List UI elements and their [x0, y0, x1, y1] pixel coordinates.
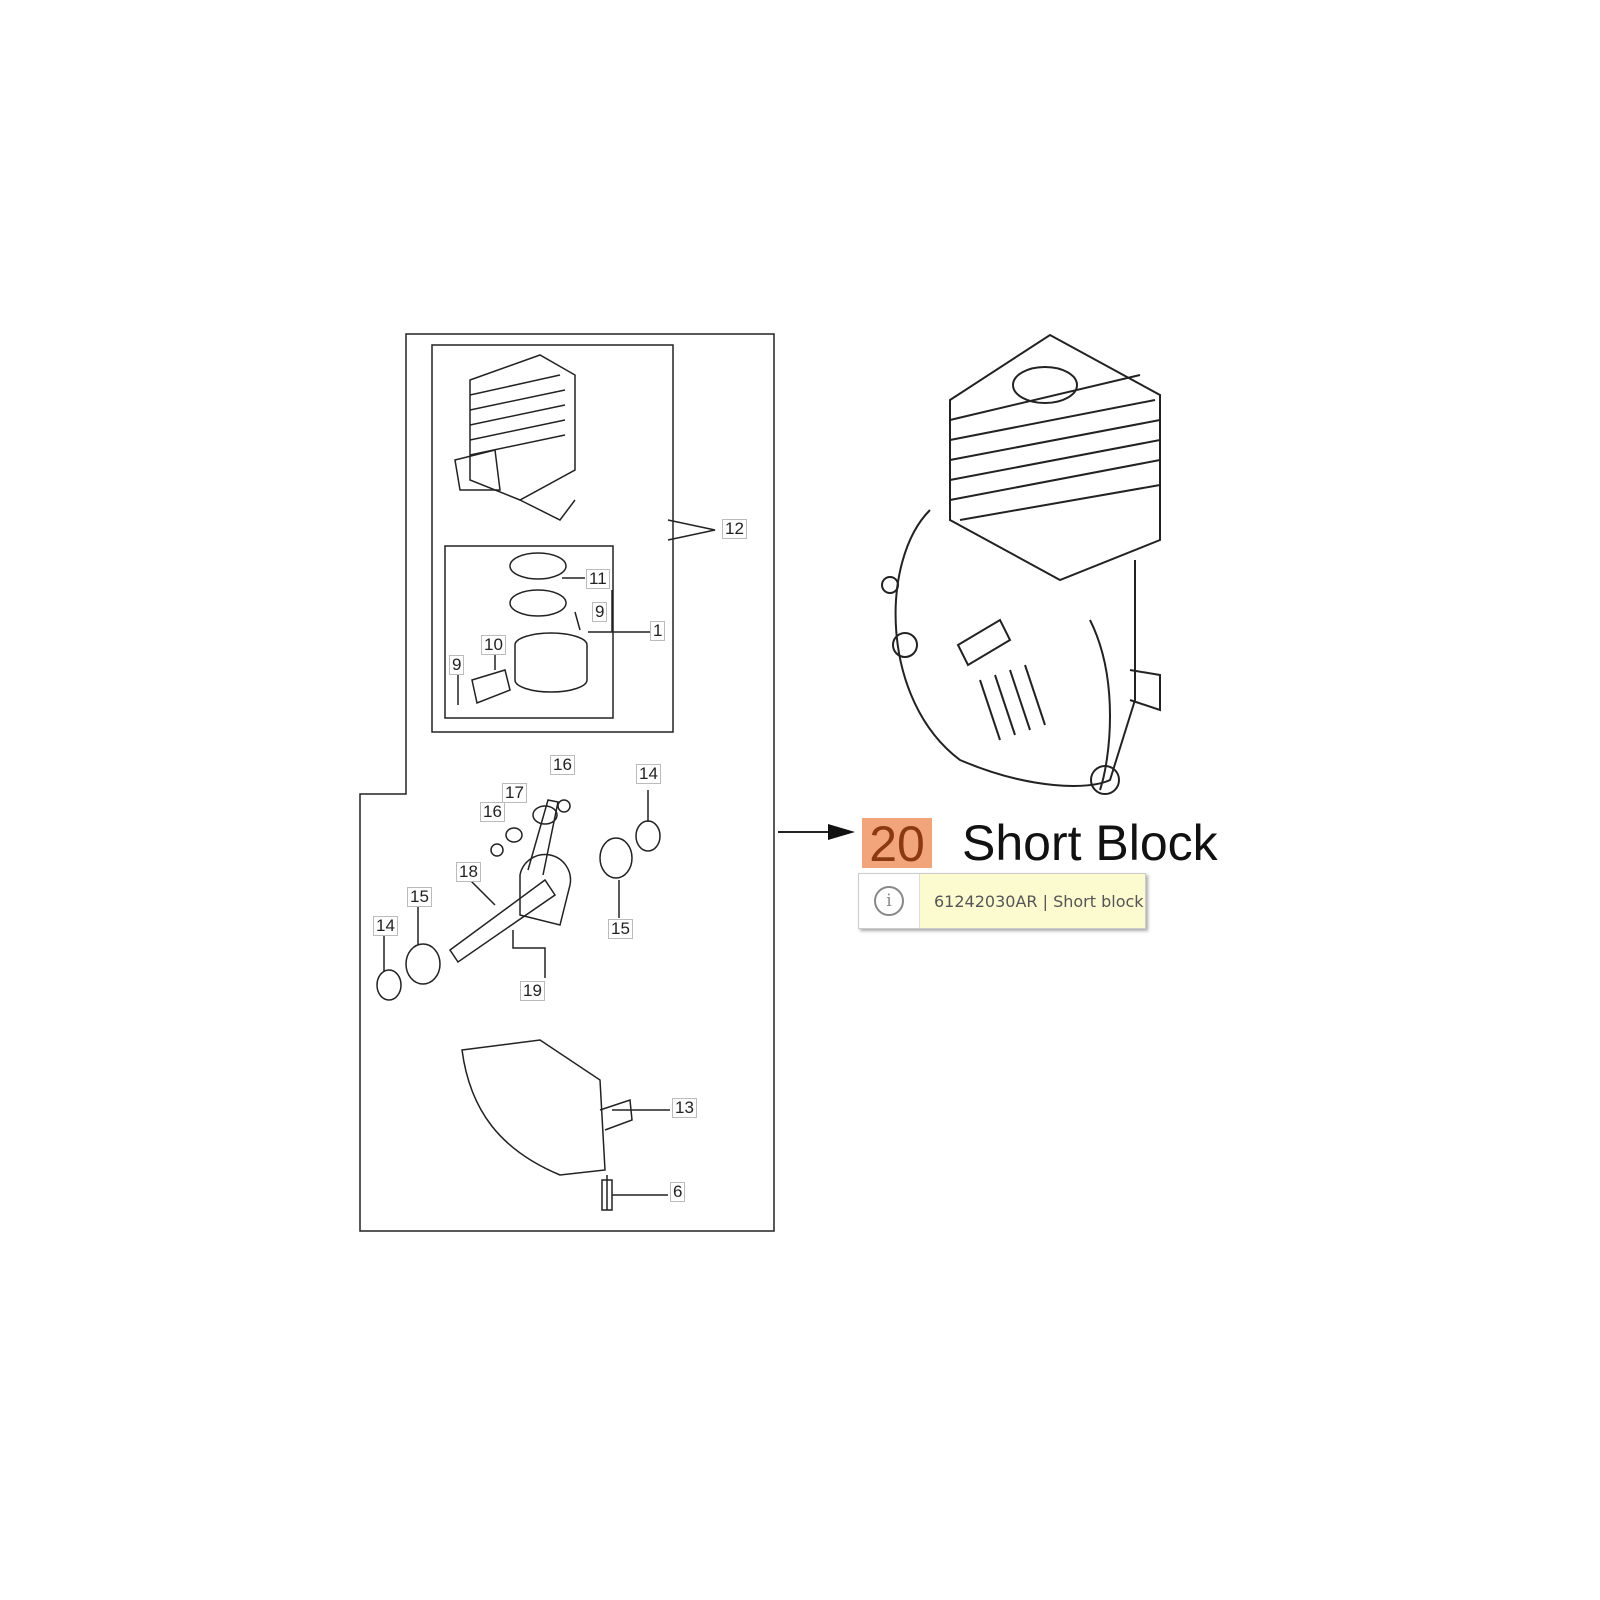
callout-9[interactable]: 9	[449, 655, 465, 675]
callout-12[interactable]: 12	[722, 519, 747, 539]
reference-number-highlight[interactable]: 20	[862, 818, 932, 870]
callout-11[interactable]: 11	[586, 569, 610, 589]
callout-14[interactable]: 14	[373, 916, 398, 936]
piston-ring	[509, 589, 567, 617]
callout-15[interactable]: 15	[407, 887, 432, 907]
callout-1[interactable]: 1	[650, 621, 666, 641]
tooltip-text: 61242030AR | Short block	[920, 874, 1145, 928]
cylinder-drawing	[454, 354, 576, 521]
reference-title: Short Block	[962, 815, 1218, 871]
callout-6[interactable]: 6	[670, 1182, 686, 1202]
crankcase-drawing	[461, 1039, 670, 1211]
info-icon: i	[859, 874, 920, 928]
assembly-frame	[359, 333, 775, 1232]
callout-18[interactable]: 18	[456, 862, 481, 882]
callout-13[interactable]: 13	[672, 1098, 697, 1118]
crankshaft-drawing	[376, 790, 661, 1001]
callout-9[interactable]: 9	[592, 602, 608, 622]
callout-16[interactable]: 16	[480, 802, 505, 822]
callout-16[interactable]: 16	[550, 755, 575, 775]
piston	[514, 632, 588, 693]
callout-19[interactable]: 19	[520, 981, 545, 1001]
piston-ring	[509, 552, 567, 580]
callout-14[interactable]: 14	[636, 764, 661, 784]
callout-17[interactable]: 17	[502, 783, 527, 803]
callout-15[interactable]: 15	[608, 919, 633, 939]
callout-10[interactable]: 10	[481, 635, 506, 655]
cylinder-kit-box	[431, 344, 674, 733]
part-tooltip: i 61242030AR | Short block	[858, 873, 1146, 929]
piston-pin	[471, 669, 511, 705]
short-block-drawing	[881, 333, 1161, 795]
